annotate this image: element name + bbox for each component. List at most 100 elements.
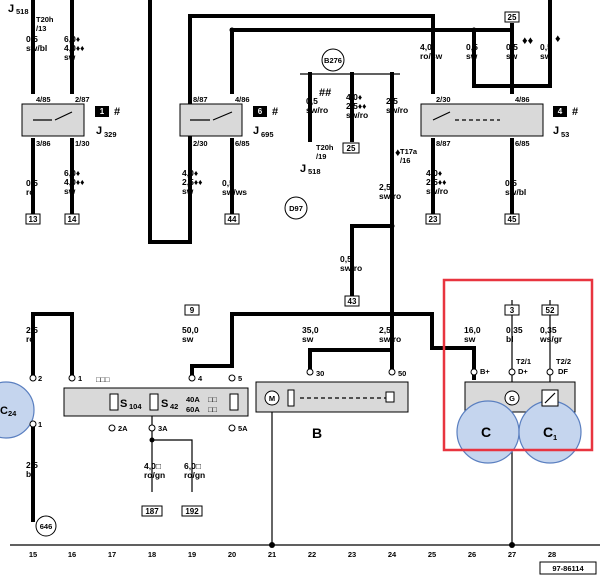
- wire-w18: [31, 312, 74, 380]
- relay-j53: [420, 103, 544, 137]
- svg-text:1/30: 1/30: [75, 139, 90, 148]
- wire-w11: [472, 28, 514, 94]
- wire-label-w27: 6,0□ro/gn: [184, 461, 205, 480]
- ref-boxes: 13 14 44 25 23 45 25 43 9 3 52 187 192: [25, 11, 559, 517]
- svg-text:2A: 2A: [118, 424, 128, 433]
- svg-text:2: 2: [38, 374, 42, 383]
- svg-text:□□□: □□□: [96, 375, 110, 384]
- svg-text:B276: B276: [324, 56, 342, 65]
- svg-text:25: 25: [508, 13, 517, 22]
- svg-text:13: 13: [29, 215, 38, 224]
- svg-text:□□: □□: [208, 405, 218, 414]
- svg-text:14: 14: [68, 215, 77, 224]
- diagram-id-box: [539, 561, 597, 575]
- svg-text:C: C: [543, 424, 553, 440]
- starter-motor: [264, 390, 280, 406]
- svg-text:24: 24: [8, 409, 17, 418]
- column-number: 28: [548, 550, 556, 559]
- svg-text:1: 1: [38, 420, 42, 429]
- svg-text:187: 187: [145, 507, 159, 516]
- svg-text:T17a/16: T17a/16: [400, 147, 418, 165]
- ground-node-27: [509, 542, 515, 548]
- column-number: 15: [29, 550, 37, 559]
- svg-text:#: #: [272, 106, 278, 118]
- svg-text:3A: 3A: [158, 424, 168, 433]
- svg-text:518: 518: [308, 167, 321, 176]
- column-number: 22: [308, 550, 316, 559]
- svg-text:30: 30: [316, 369, 324, 378]
- diagram-id: 97-86114: [552, 564, 584, 573]
- wire-label-w5: 4,0♦2,5♦♦sw: [182, 168, 203, 196]
- svg-text:1: 1: [100, 107, 105, 116]
- column-number: 26: [468, 550, 476, 559]
- relay-j329: [21, 103, 85, 137]
- svg-text:42: 42: [170, 402, 178, 411]
- wire-label-w4: 6,0♦4,0♦♦sw: [64, 168, 85, 196]
- starter-b: [255, 381, 409, 413]
- column-number: 27: [508, 550, 516, 559]
- svg-text:J: J: [300, 163, 306, 175]
- svg-text:4/85: 4/85: [36, 95, 51, 104]
- circle-b276: [321, 48, 345, 72]
- mark-dd: ♦♦: [522, 35, 534, 47]
- fuse-s42: [149, 393, 159, 411]
- wire-j695-4-86: [230, 28, 514, 94]
- svg-text:53: 53: [561, 130, 569, 139]
- svg-text:695: 695: [261, 130, 274, 139]
- svg-text:6/85: 6/85: [515, 139, 530, 148]
- column-number: 25: [428, 550, 436, 559]
- svg-text:T20h/19: T20h/19: [316, 143, 334, 161]
- starter-label: B: [312, 425, 322, 441]
- ground-node-21: [269, 542, 275, 548]
- fuse-extra: [229, 393, 239, 411]
- column-number: 16: [68, 550, 76, 559]
- column-number: 19: [188, 550, 196, 559]
- column-number: 17: [108, 550, 116, 559]
- svg-text:□□: □□: [208, 395, 218, 404]
- component-c24: [0, 381, 35, 439]
- svg-text:3/86: 3/86: [36, 139, 51, 148]
- svg-text:518: 518: [16, 7, 29, 16]
- relay-j695: [179, 103, 243, 137]
- svg-text:329: 329: [104, 130, 117, 139]
- svg-text:B+: B+: [480, 367, 490, 376]
- wire-label-w14: 4,0♦2,5♦♦sw/ro: [426, 168, 448, 196]
- svg-text:4/86: 4/86: [235, 95, 250, 104]
- wire-w19-w22: [190, 312, 476, 380]
- svg-text:9: 9: [190, 306, 195, 315]
- svg-text:T2/2: T2/2: [556, 357, 571, 366]
- svg-text:25: 25: [347, 144, 356, 153]
- svg-text:60A: 60A: [186, 405, 200, 414]
- column-number: 18: [148, 550, 156, 559]
- svg-text:5A: 5A: [238, 424, 248, 433]
- svg-text:J: J: [96, 125, 102, 137]
- svg-text:6: 6: [258, 107, 263, 116]
- mark-hash2: ##: [319, 87, 331, 99]
- svg-text:8/87: 8/87: [436, 139, 451, 148]
- alternator-label: C: [481, 424, 491, 440]
- wire-w27: [152, 439, 193, 492]
- svg-text:S: S: [161, 398, 168, 410]
- svg-text:4: 4: [198, 374, 203, 383]
- svg-text:D+: D+: [518, 367, 528, 376]
- svg-text:3: 3: [510, 306, 515, 315]
- wire-label-w26: 4,0□ro/gn: [144, 461, 165, 480]
- column-number: 23: [348, 550, 356, 559]
- svg-text:23: 23: [429, 215, 438, 224]
- svg-text:DF: DF: [558, 367, 568, 376]
- fuse-s104: [109, 393, 119, 411]
